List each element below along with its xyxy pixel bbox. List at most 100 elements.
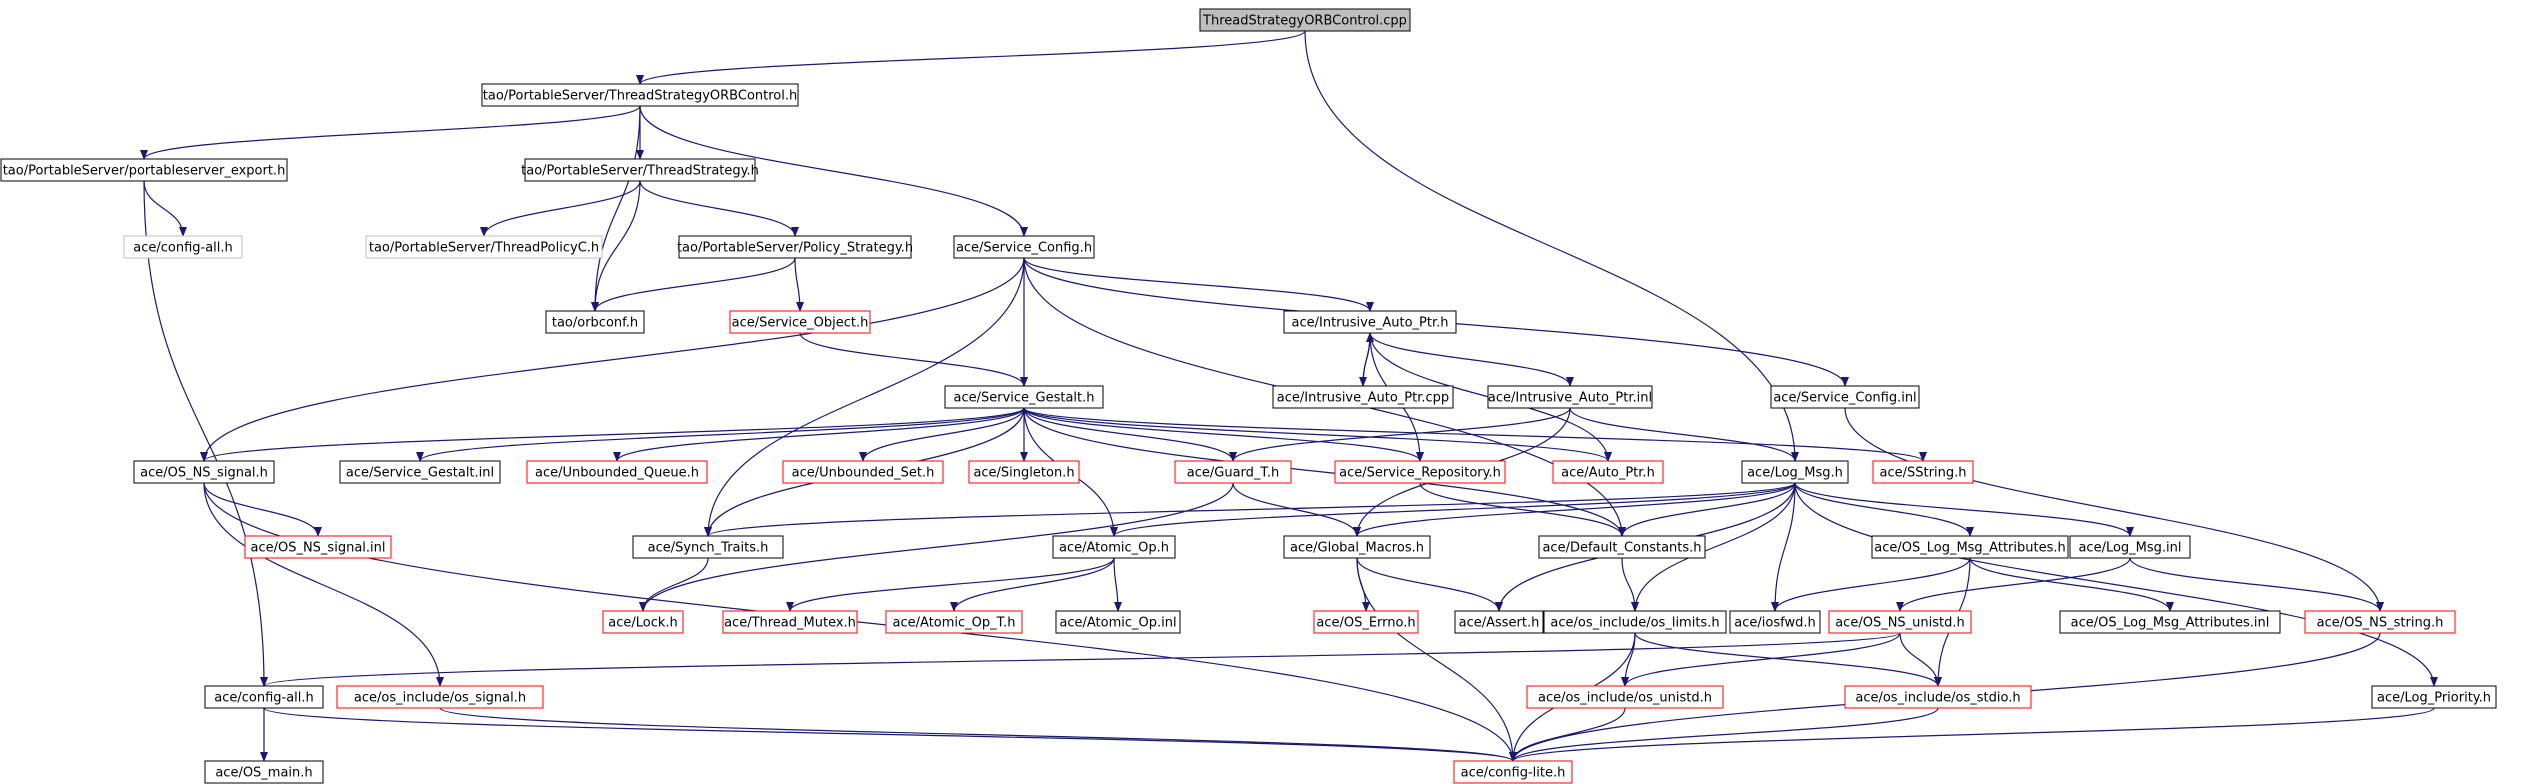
node-box [1543,610,1727,634]
node-sc-h[interactable]: ace/Service_Config.h [953,235,1095,259]
edge-unistd_h-to-cfgall2 [260,632,1901,687]
node-logmsg-inl[interactable]: ace/Log_Msg.inl [2069,535,2191,559]
node-sstring-h[interactable]: ace/SString.h [1872,460,1974,484]
node-ps-h[interactable]: tao/PortableServer/Policy_Strategy.h [677,235,913,259]
node-label: ace/os_include/os_stdio.h [1855,691,2020,706]
node-box [133,460,275,484]
node-iap-h[interactable]: ace/Intrusive_Auto_Ptr.h [1283,310,1457,334]
node-iosfwd-h[interactable]: ace/iosfwd.h [1729,610,1821,634]
node-box [1552,460,1664,484]
node-label: ace/Service_Config.h [956,241,1092,256]
edge-sg_h-to-sstring_h [1023,407,1927,462]
node-label: ace/Atomic_Op.inl [1059,616,1176,631]
node-label: tao/PortableServer/ThreadStrategyORBCont… [483,89,797,104]
node-box [1052,535,1176,559]
edge-logprio_h-to-cfglite_h [1509,707,2435,762]
edge-osns_h-to-osns_inl [203,482,322,537]
node-box [1334,460,1506,484]
node-label: ace/Service_Gestalt.h [953,391,1094,406]
node-so-h[interactable]: ace/Service_Object.h [729,310,871,334]
node-single-h[interactable]: ace/Singleton.h [968,460,1080,484]
node-box [1526,685,1724,709]
edge-tsoc_h-to-sc_h [639,105,1028,237]
edge-pse_h-to-cfgall1 [143,180,187,237]
node-label: ace/Guard_T.h [1187,466,1279,481]
node-atomic-inl[interactable]: ace/Atomic_Op.inl [1055,610,1181,634]
node-label: ace/config-all.h [214,691,314,706]
edge-logmsg_h-to-limits_h [1631,482,1796,612]
node-label: ace/OS_NS_signal.inl [250,541,385,556]
node-iap-cpp[interactable]: ace/Intrusive_Auto_Ptr.cpp [1272,385,1454,409]
node-box [1199,8,1411,32]
node-ts-h[interactable]: tao/PortableServer/ThreadStrategy.h [521,158,759,182]
node-tsoc-h[interactable]: tao/PortableServer/ThreadStrategyORBCont… [481,83,799,107]
node-label: tao/orbconf.h [552,316,638,331]
node-gm-h[interactable]: ace/Global_Macros.h [1283,535,1431,559]
edge-ts_h-to-ps_h [639,180,799,237]
node-tmutex-h[interactable]: ace/Thread_Mutex.h [722,610,858,634]
node-cfgall2[interactable]: ace/config-all.h [204,685,324,709]
node-limits-h[interactable]: ace/os_include/os_limits.h [1543,610,1727,634]
node-olma-h[interactable]: ace/OS_Log_Msg_Attributes.h [1871,535,2069,559]
edge-atomic_h-to-atomic_inl [1113,557,1122,612]
node-pse-h[interactable]: tao/PortableServer/portableserver_export… [0,158,288,182]
node-cfgall1[interactable]: ace/config-all.h [123,235,243,259]
node-ossignal-h[interactable]: ace/os_include/os_signal.h [336,685,544,709]
node-osstring-h[interactable]: ace/OS_NS_string.h [2304,610,2456,634]
edge-iap_h-to-iap_inl [1369,332,1574,387]
node-box [2059,610,2281,634]
node-errno-h[interactable]: ace/OS_Errno.h [1313,610,1419,634]
node-cfglite-h[interactable]: ace/config-lite.h [1453,760,1573,784]
edge-logmsg_h-to-logprio_h [1794,482,2438,687]
node-box [1313,610,1419,634]
node-label: ace/Thread_Mutex.h [724,616,856,631]
edge-synch_h-to-lock_h [639,557,709,612]
edge-defc_h-to-limits_h [1621,557,1639,612]
node-box [1055,610,1181,634]
node-lock-h[interactable]: ace/Lock.h [602,610,684,634]
node-label: tao/PortableServer/ThreadStrategy.h [521,164,759,179]
edge-so_h-to-sg_h [799,332,1028,387]
node-us-h[interactable]: ace/Unbounded_Set.h [782,460,944,484]
edge-logmsg_h-to-defc_h [1618,482,1796,537]
node-atomic-h[interactable]: ace/Atomic_Op.h [1052,535,1176,559]
edge-logmsg_inl-to-osstring_h [2129,557,2384,612]
node-label: ace/Service_Gestalt.inl [346,466,494,481]
node-logmsg-h[interactable]: ace/Log_Msg.h [1741,460,1849,484]
node-synch-h[interactable]: ace/Synch_Traits.h [632,535,784,559]
node-osns-inl[interactable]: ace/OS_NS_signal.inl [244,535,392,559]
node-tpc-h[interactable]: tao/PortableServer/ThreadPolicyC.h [365,235,603,259]
node-box [678,235,912,259]
node-box [953,235,1095,259]
node-olma-inl[interactable]: ace/OS_Log_Msg_Attributes.inl [2059,610,2281,634]
node-sg-inl[interactable]: ace/Service_Gestalt.inl [339,460,501,484]
node-osstdio-h[interactable]: ace/os_include/os_stdio.h [1844,685,2032,709]
node-osunistd-h[interactable]: ace/os_include/os_unistd.h [1526,685,1724,709]
node-guard-h[interactable]: ace/Guard_T.h [1174,460,1292,484]
edges-layer [140,30,2438,762]
node-sc-inl[interactable]: ace/Service_Config.inl [1770,385,1920,409]
node-box [526,460,708,484]
edge-sc_h-to-synch_h [704,257,1025,537]
edge-logmsg_h-to-iosfwd_h [1771,482,1796,612]
node-label: tao/PortableServer/Policy_Strategy.h [677,241,913,256]
node-iap-inl[interactable]: ace/Intrusive_Auto_Ptr.inl [1487,385,1653,409]
edge-sg_h-to-osns_h [200,407,1025,462]
node-osns-h[interactable]: ace/OS_NS_signal.h [133,460,275,484]
node-sg-h[interactable]: ace/Service_Gestalt.h [944,385,1104,409]
node-root[interactable]: ThreadStrategyORBControl.cpp [1199,8,1411,32]
node-uq-h[interactable]: ace/Unbounded_Queue.h [526,460,708,484]
node-label: ace/Log_Msg.h [1747,466,1843,481]
node-unistd-h[interactable]: ace/OS_NS_unistd.h [1828,610,1972,634]
node-autoptr-h[interactable]: ace/Auto_Ptr.h [1552,460,1664,484]
node-orbconf[interactable]: tao/orbconf.h [545,310,645,334]
node-assert-h[interactable]: ace/Assert.h [1454,610,1544,634]
node-osmain-h[interactable]: ace/OS_main.h [204,760,324,784]
edge-sg_h-to-guard_h [1023,407,1237,462]
node-srep-h[interactable]: ace/Service_Repository.h [1334,460,1506,484]
node-label: ace/Atomic_Op_T.h [893,616,1016,631]
node-logprio-h[interactable]: ace/Log_Priority.h [2371,685,2497,709]
node-box [1272,385,1454,409]
node-defc-h[interactable]: ace/Default_Constants.h [1538,535,1706,559]
node-atomict-h[interactable]: ace/Atomic_Op_T.h [885,610,1023,634]
